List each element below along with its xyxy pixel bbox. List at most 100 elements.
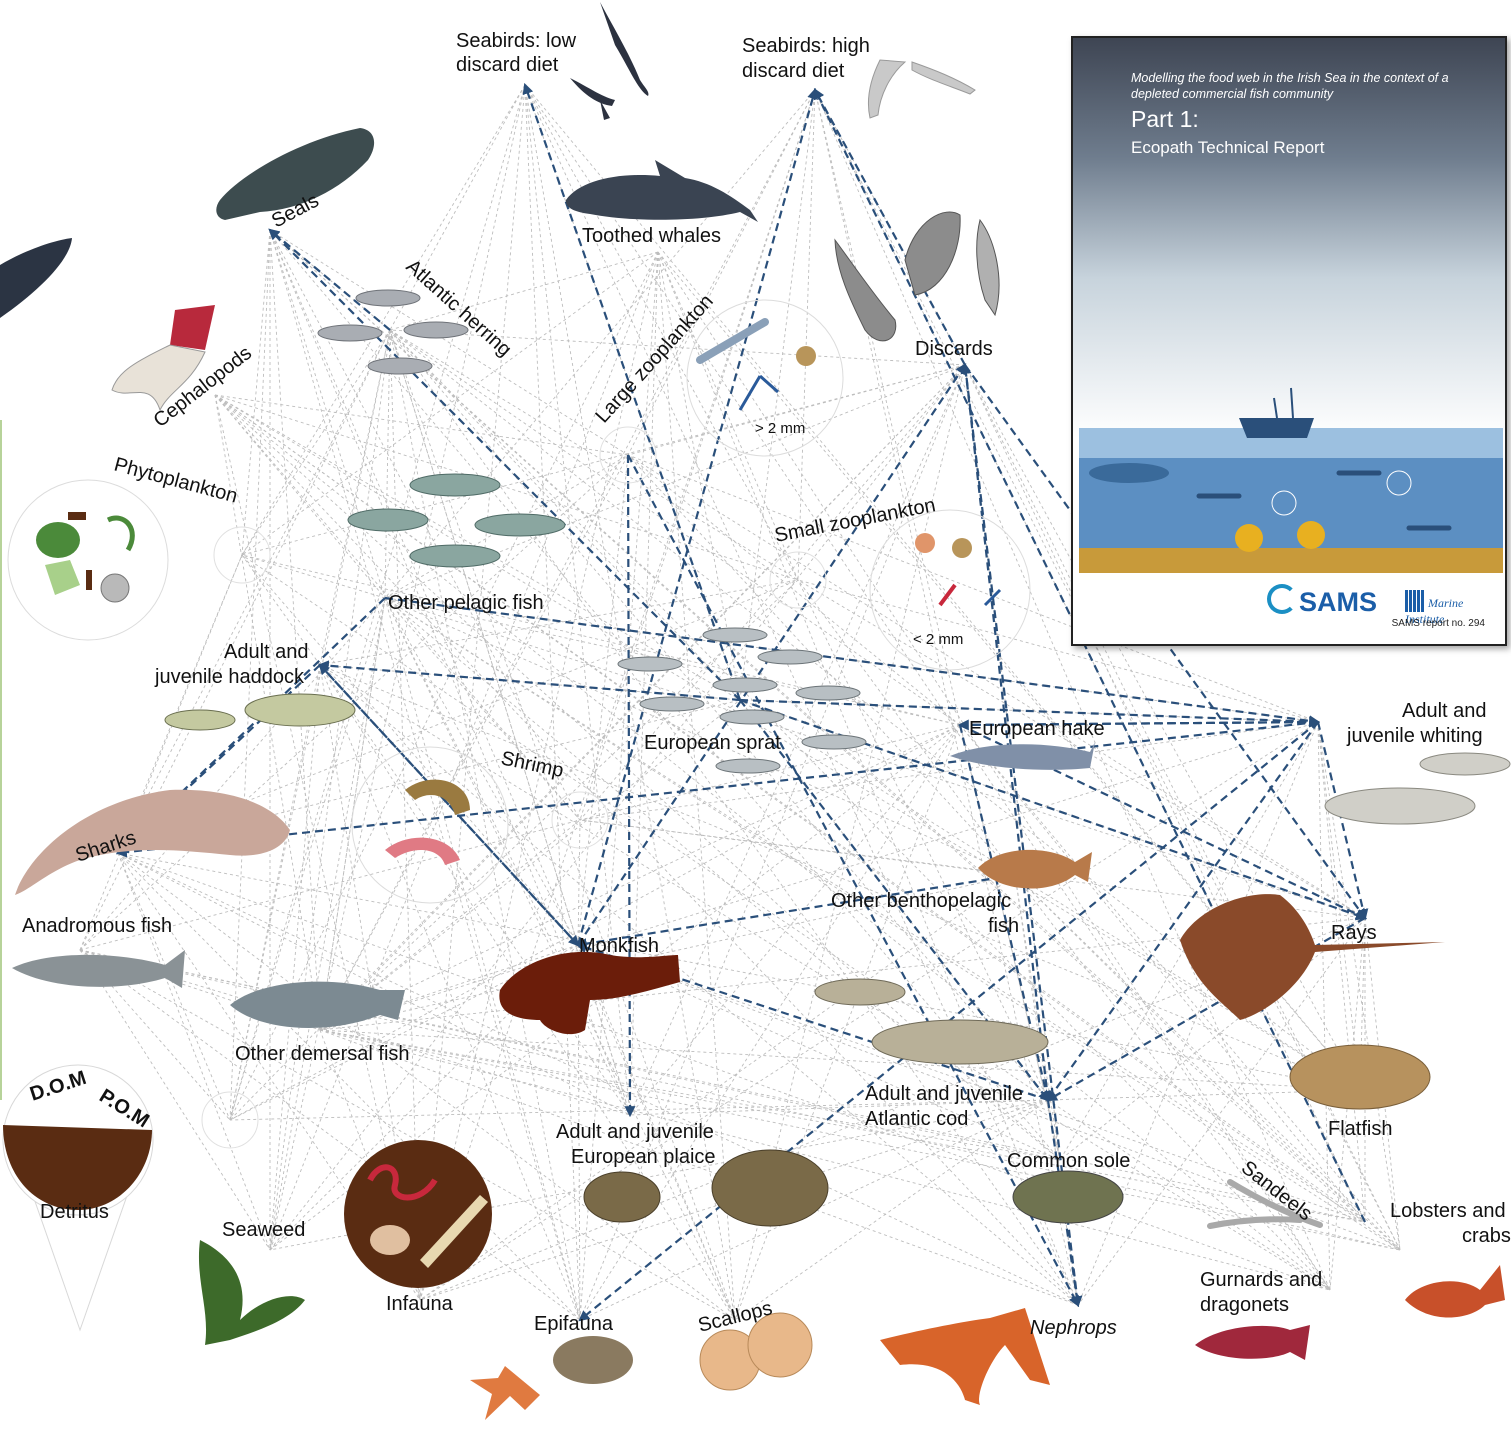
trophic-link <box>320 365 965 1030</box>
report-number: SAMS report no. 294 <box>1392 618 1485 629</box>
other-benthopelagic-icon <box>978 850 1092 889</box>
label-haddock-1: Adult and <box>224 641 309 663</box>
predation-arrow <box>320 665 740 700</box>
monkfish-icon <box>499 952 680 1034</box>
label-european-hake: European hake <box>969 718 1105 740</box>
epifauna-icon <box>470 1336 633 1420</box>
label-benthopelagic-2: fish <box>988 915 1019 937</box>
label-monkfish: Monkfish <box>579 935 659 957</box>
nephrops-icon <box>880 1308 1050 1405</box>
discards-icon <box>835 212 999 341</box>
trophic-link <box>270 85 525 1250</box>
whiting-icon <box>1325 753 1510 824</box>
sams-logo: SAMS <box>1267 584 1377 618</box>
phytoplankton-icon <box>8 480 168 640</box>
seabird-high-icon <box>868 60 975 118</box>
seaweed-icon <box>199 1240 305 1345</box>
label-phytoplankton: Phytoplankton <box>112 454 240 508</box>
label-whiting-1: Adult and <box>1402 700 1487 722</box>
trophic-link <box>420 85 525 1300</box>
trophic-link <box>628 455 960 725</box>
trophic-link <box>80 555 242 950</box>
trophic-link <box>215 395 385 598</box>
trophic-link <box>270 330 390 1250</box>
label-cod-2: Atlantic cod <box>865 1108 968 1130</box>
label-common-sole: Common sole <box>1007 1150 1130 1172</box>
label-large-zoo-size: > 2 mm <box>755 420 805 437</box>
infauna-icon <box>344 1140 492 1288</box>
haddock-icon <box>165 694 355 730</box>
trophic-link <box>270 252 658 1250</box>
trophic-link <box>320 90 815 1030</box>
trophic-link <box>960 725 1365 1222</box>
atlantic-cod-icon <box>815 979 1048 1064</box>
label-lobsters-1: Lobsters and <box>1390 1200 1506 1222</box>
label-benthopelagic-1: Other benthopelagic <box>831 890 1011 912</box>
seabird-low-icon <box>570 2 648 120</box>
other-pelagic-fish-icon <box>348 474 565 567</box>
label-european-sprat: European sprat <box>644 732 781 754</box>
label-other-demersal-fish: Other demersal fish <box>235 1043 410 1065</box>
trophic-link <box>242 555 385 598</box>
cover-subtitle: Modelling the food web in the Irish Sea … <box>1131 70 1471 102</box>
label-cod-1: Adult and juvenile <box>865 1083 1023 1105</box>
label-flatfish: Flatfish <box>1328 1118 1392 1140</box>
trophic-link <box>578 455 628 945</box>
label-seabirds-low-2: discard diet <box>456 54 559 76</box>
label-whiting-2: juvenile whiting <box>1346 725 1483 747</box>
label-epifauna: Epifauna <box>534 1313 614 1335</box>
european-hake-icon <box>950 742 1095 770</box>
label-small-zooplankton: Small zooplankton <box>773 494 938 547</box>
trophic-link <box>118 853 230 1120</box>
trophic-link <box>390 330 798 580</box>
label-atlantic-herring: Atlantic herring <box>402 255 516 361</box>
trophic-link <box>525 85 798 580</box>
predation-arrow <box>628 455 630 1115</box>
label-seabirds-high-2: discard diet <box>742 60 845 82</box>
flatfish-icon <box>1290 1045 1430 1109</box>
marine-institute-logo-icon <box>1405 590 1425 612</box>
label-seabirds-low-1: Seabirds: low <box>456 30 577 52</box>
trophic-link <box>270 230 385 598</box>
other-demersal-icon <box>230 982 405 1028</box>
label-other-pelagic-fish: Other pelagic fish <box>388 592 544 614</box>
label-toothed-whales: Toothed whales <box>582 225 721 247</box>
trophic-link <box>80 330 390 950</box>
sams-logo-text: SAMS <box>1299 587 1377 617</box>
cover-foodweb-illustration <box>1079 378 1503 573</box>
label-lobsters-2: crabs <box>1462 1225 1511 1247</box>
ray-icon <box>1180 894 1445 1020</box>
label-seaweed: Seaweed <box>222 1219 305 1241</box>
label-plaice-2: European plaice <box>571 1146 716 1168</box>
label-shrimp: Shrimp <box>499 747 566 782</box>
detritus-icon: D.O.M P.O.M <box>3 1065 153 1330</box>
crab-icon <box>1405 1265 1505 1318</box>
baleen-whale-icon <box>0 238 72 318</box>
label-small-zoo-size: < 2 mm <box>913 631 963 648</box>
label-haddock-2: juvenile haddock <box>154 666 305 688</box>
trophic-link <box>215 395 628 455</box>
trophic-link <box>270 665 320 1250</box>
gurnard-icon <box>1195 1325 1310 1360</box>
label-gurnards-2: dragonets <box>1200 1294 1289 1316</box>
cover-title-2: Ecopath Technical Report <box>1131 138 1324 158</box>
label-discards: Discards <box>915 338 993 360</box>
label-nephrops: Nephrops <box>1030 1317 1117 1339</box>
label-rays: Rays <box>1331 922 1377 944</box>
report-cover: Modelling the food web in the Irish Sea … <box>1071 36 1507 646</box>
cover-title: Part 1: <box>1131 106 1199 133</box>
common-sole-icon <box>1013 1171 1123 1223</box>
label-anadromous-fish: Anadromous fish <box>22 915 172 937</box>
label-infauna: Infauna <box>386 1293 454 1315</box>
trophic-link <box>390 330 1048 1100</box>
anadromous-fish-icon <box>12 950 185 988</box>
label-gurnards-1: Gurnards and <box>1200 1269 1322 1291</box>
trophic-link <box>242 230 270 555</box>
trophic-link <box>385 90 815 598</box>
label-detritus: Detritus <box>40 1201 109 1223</box>
sams-logo-icon <box>1267 584 1297 614</box>
trophic-link <box>118 853 580 1320</box>
trophic-link <box>1015 875 1078 1305</box>
label-seabirds-high-1: Seabirds: high <box>742 35 870 57</box>
label-plaice-1: Adult and juvenile <box>556 1121 714 1143</box>
